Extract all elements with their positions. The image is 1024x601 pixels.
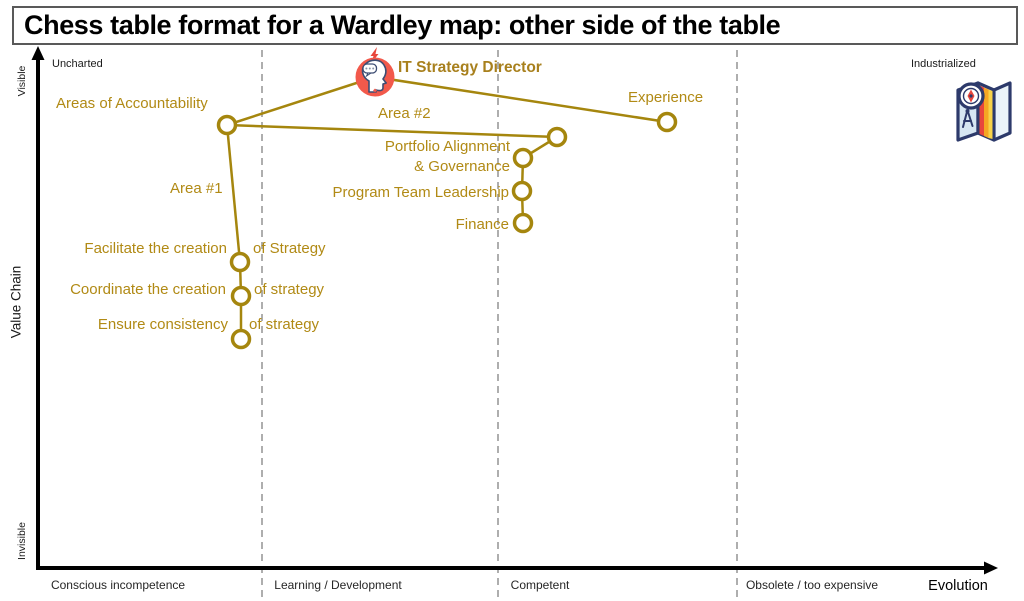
map-link-accountability-facilitate bbox=[225, 124, 242, 263]
node-label-portfolio-alignment: Portfolio Alignment & Governance bbox=[384, 138, 510, 175]
node-label-finance: Finance bbox=[455, 216, 509, 233]
y-axis-visible-label: Visible bbox=[16, 65, 28, 97]
node-label-ensure-left: Ensure consistency bbox=[97, 316, 228, 333]
map-link-accountability-area2-anchor bbox=[226, 123, 558, 139]
x-axis-title: Evolution bbox=[928, 578, 988, 594]
map-icon bbox=[956, 81, 1012, 142]
map-node-portfolio bbox=[512, 147, 534, 169]
title-bar: Chess table format for a Wardley map: ot… bbox=[12, 6, 1018, 45]
speech-bubble-icon bbox=[362, 63, 378, 78]
x-axis bbox=[36, 561, 998, 575]
node-label-facilitate-left: Facilitate the creation bbox=[84, 240, 227, 257]
uncharted-label: Uncharted bbox=[52, 58, 103, 70]
persona-icon bbox=[355, 47, 395, 97]
y-axis-title: Value Chain bbox=[8, 265, 24, 339]
x-axis-stage-label: Obsolete / too expensive bbox=[745, 578, 879, 592]
map-link-actor-experience bbox=[374, 75, 668, 124]
node-label-areas-of-accountability: Areas of Accountability bbox=[56, 95, 208, 112]
node-label-program-team-leadership: Program Team Leadership bbox=[332, 184, 509, 201]
map-node-facilitate bbox=[229, 251, 251, 273]
node-label-experience: Experience bbox=[628, 89, 704, 106]
map-node-finance bbox=[512, 212, 534, 234]
x-axis-stage-label: Learning / Development bbox=[274, 578, 402, 592]
map-link-accountability-actor bbox=[226, 75, 376, 127]
map-node-experience bbox=[656, 111, 678, 133]
y-axis-invisible-label: Invisible bbox=[16, 522, 28, 560]
node-label-facilitate-right: of Strategy bbox=[253, 240, 326, 257]
compass-icon bbox=[957, 82, 985, 110]
node-label-ensure-right: of strategy bbox=[249, 316, 320, 333]
map-links-and-nodes bbox=[216, 75, 678, 350]
edge-label-area-2: Area #2 bbox=[378, 105, 431, 122]
x-axis-stage-label: Competent bbox=[510, 578, 570, 592]
stage-dividers bbox=[261, 50, 738, 601]
node-label-it-strategy-director: IT Strategy Director bbox=[398, 59, 542, 76]
map-node-accountability bbox=[216, 114, 238, 136]
edge-label-area-1: Area #1 bbox=[170, 180, 223, 197]
industrialized-label: Industrialized bbox=[911, 58, 976, 70]
map-node-area2-anchor bbox=[546, 126, 568, 148]
map-node-coordinate bbox=[230, 285, 252, 307]
map-node-ensure bbox=[230, 328, 252, 350]
y-axis-arrowhead bbox=[31, 46, 45, 60]
x-axis-stage-label: Conscious incompetence bbox=[50, 578, 186, 592]
y-axis bbox=[31, 46, 45, 568]
drafting-compass-icon bbox=[962, 109, 974, 128]
node-label-coordinate-right: of strategy bbox=[254, 281, 325, 298]
page-title: Chess table format for a Wardley map: ot… bbox=[24, 10, 781, 40]
node-label-coordinate-left: Coordinate the creation bbox=[70, 281, 226, 298]
map-node-program bbox=[511, 180, 533, 202]
x-axis-arrowhead bbox=[984, 561, 998, 575]
